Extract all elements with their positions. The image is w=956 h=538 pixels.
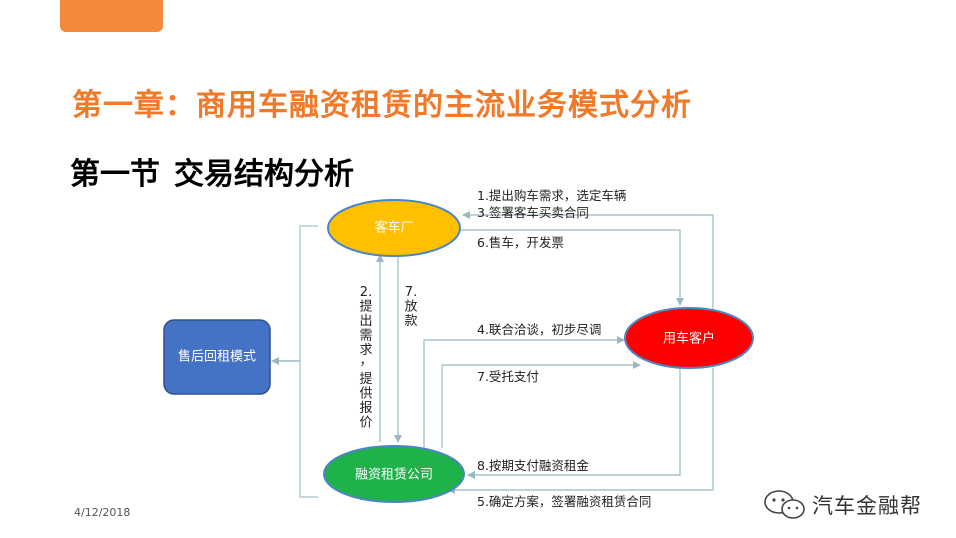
section-topic: 交易结构分析 [174, 157, 354, 192]
section-subtitle: 第一节交易结构分析 [70, 149, 354, 193]
section-number: 第一节 [70, 157, 160, 192]
edge-label-8: 8.按期支付融资租金 [477, 458, 589, 473]
dealer-label: 客车厂 [374, 220, 413, 236]
edge-label-3: 3.签署客车买卖合同 [477, 205, 589, 220]
customer-label: 用车客户 [663, 331, 715, 347]
edge-label-7: 7.受托支付 [477, 369, 539, 384]
wechat-icon [764, 490, 805, 519]
edge-label-6: 6.售车，开发票 [477, 235, 564, 250]
v2-char: 求 [359, 343, 372, 358]
edge-label-5: 5.确定方案，签署融资租赁合同 [477, 494, 651, 509]
edge-label-1: 1.提出购车需求，选定车辆 [477, 188, 626, 203]
model-box [163, 319, 271, 395]
model-label: 售后回租模式 [178, 349, 256, 365]
customer-node [624, 307, 754, 369]
v2-char: 提 [359, 299, 372, 315]
page-title: 第一章：商用车融资租赁的主流业务模式分析 [72, 88, 692, 123]
lessor-label: 融资租赁公司 [355, 468, 433, 483]
v2-char: ， [359, 354, 372, 369]
v2-char: 报 [359, 401, 372, 416]
vertical-label-7: 7.放款 [404, 285, 417, 329]
brand-watermark: 汽车金融帮 [762, 489, 922, 521]
v7-char: 放 [404, 300, 417, 315]
v2-char: 2. [360, 285, 372, 300]
arrow-dealer-to-customer [460, 229, 684, 306]
v2-char: 价 [359, 416, 372, 431]
arrow-customer-to-lessor-rent [467, 368, 681, 479]
dealer-node [327, 199, 461, 257]
v2-char: 提 [359, 371, 372, 387]
brand-name: 汽车金融帮 [812, 494, 922, 518]
v7-char: 7. [405, 285, 417, 300]
v2-char: 供 [359, 387, 372, 402]
v2-char: 出 [359, 314, 372, 329]
grouping-bracket [299, 225, 318, 498]
slide-date: 4/12/2018 [74, 506, 131, 519]
edge-label-4: 4.联合洽谈，初步尽调 [477, 322, 601, 337]
v2-char: 需 [359, 329, 372, 344]
arrow-customer-to-dealer [462, 211, 714, 330]
arrow-lessor-customer-payment [441, 361, 641, 448]
v7-char: 款 [404, 314, 417, 329]
arrow-lessor-customer-negotiation [423, 336, 625, 448]
arrow-customer-to-lessor-contract [447, 368, 714, 494]
lessor-node [323, 445, 465, 503]
top-accent-tab [60, 0, 163, 32]
